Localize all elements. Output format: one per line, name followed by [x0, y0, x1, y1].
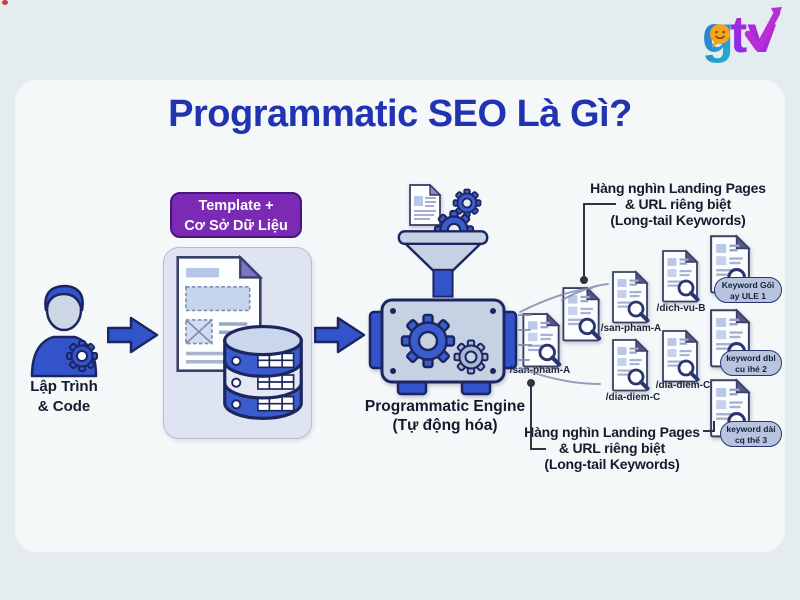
- url-label: /dich-vu-B: [656, 303, 706, 314]
- template-database-badge: Template + Cơ Sở Dữ Liệu: [170, 192, 302, 238]
- coder-label-line1: Lập Trình: [30, 378, 98, 395]
- url-label: /san-pham-A: [509, 365, 571, 376]
- annotation-bottom-line3: (Long-tail Keywords): [544, 456, 680, 473]
- annotation-top-line3: (Long-tail Keywords): [610, 212, 746, 229]
- engine-label: Programmatic Engine (Tự động hóa): [355, 397, 535, 436]
- annotation-top-line2: & URL riêng biệt: [624, 196, 732, 213]
- gtv-logo: g tv: [702, 6, 782, 64]
- flow-arrow-icon: [107, 316, 159, 354]
- keyword-badge-line1: keyword dài: [726, 424, 776, 434]
- engine-gear-small-icon: [453, 339, 489, 375]
- template-database-card: [163, 247, 312, 439]
- landing-page-doc: [611, 270, 650, 324]
- keyword-badge: Keyword Gối ay ULE 1: [714, 277, 782, 303]
- keyword-badge: keyword dbl cu ìhé 2: [720, 350, 782, 376]
- page-title: Programmatic SEO Là Gì?: [168, 93, 632, 135]
- keyword-badge-line1: Keyword Gối: [721, 280, 775, 290]
- landing-page-doc: [661, 249, 700, 303]
- logo-letters-tv: tv: [730, 6, 776, 64]
- keyword-badge-line2: cu ìhé 2: [735, 363, 767, 374]
- programmatic-engine-machine: [368, 298, 518, 396]
- input-document-icon: [409, 184, 442, 226]
- coder-label-line2: & Code: [37, 397, 91, 415]
- annotation-bottom-line2: & URL riêng biệt: [558, 440, 666, 457]
- corner-artifact-dot: [2, 0, 8, 5]
- keyword-badge-line2: ay ULE 1: [730, 290, 766, 301]
- annotation-top-line1: Hàng nghìn Landing Pages: [590, 180, 766, 196]
- funnel-icon: [397, 230, 489, 298]
- keyword-badge: keyword dài cq thể 3: [720, 421, 782, 447]
- engine-label-line1: Programmatic Engine: [364, 398, 526, 415]
- engine-gear-large-icon: [400, 313, 456, 369]
- landing-page-doc: [611, 338, 650, 392]
- template-badge-line1: Template +: [198, 198, 274, 214]
- coder-label: Lập Trình & Code: [8, 377, 120, 416]
- engine-label-line2: (Tự động hóa): [392, 417, 498, 435]
- code-gear-icon: [66, 340, 98, 372]
- landing-page-doc: [520, 312, 562, 368]
- keyword-badge-line1: keyword dbl: [726, 353, 776, 363]
- coder-person-icon: [30, 284, 98, 378]
- database-icon: [223, 324, 303, 420]
- annotation-top: Hàng nghìn Landing Pages & URL riêng biệ…: [572, 180, 784, 228]
- logo-growth-arrow-icon: [744, 9, 781, 52]
- url-label: /dia-diem-C: [605, 392, 661, 403]
- url-label: /dia-diem-C: [655, 380, 711, 391]
- landing-page-doc: [661, 329, 700, 383]
- url-label: /san-pham-A: [600, 323, 662, 334]
- logo-chat-bubble-icon: [710, 24, 730, 44]
- input-gear-small-icon: [452, 188, 482, 218]
- annotation-bottom: Hàng nghìn Landing Pages & URL riêng biệ…: [512, 424, 712, 472]
- keyword-badge-line2: cq thể 3: [734, 434, 768, 445]
- template-badge-line2: Cơ Sở Dữ Liệu: [184, 217, 288, 234]
- flow-arrow-icon: [314, 316, 366, 354]
- annotation-bottom-line1: Hàng nghìn Landing Pages: [524, 424, 700, 440]
